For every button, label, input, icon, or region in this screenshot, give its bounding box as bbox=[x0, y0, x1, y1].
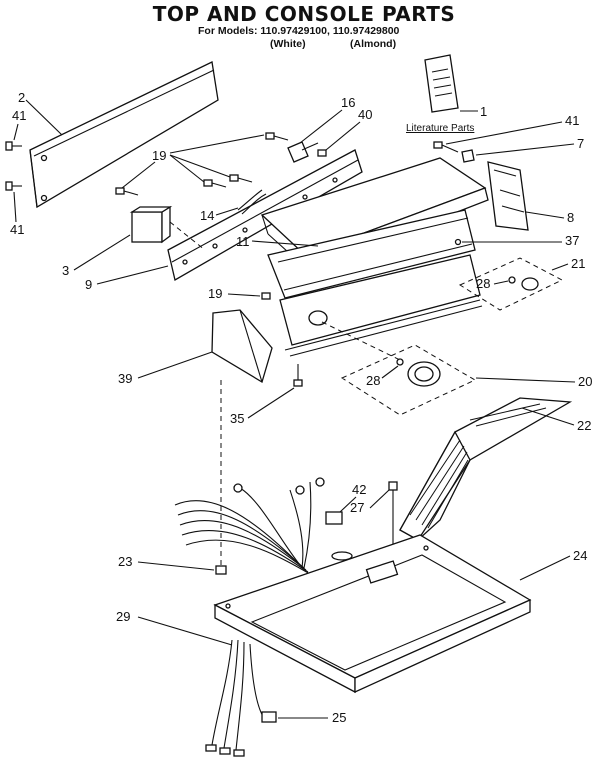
callout-37: 37 bbox=[565, 233, 579, 248]
part-19-screw-lower bbox=[261, 292, 271, 300]
callout-28-right: 28 bbox=[476, 276, 490, 291]
part-24-main-top bbox=[213, 534, 532, 694]
callout-19-lower: 19 bbox=[208, 286, 222, 301]
callout-41-left: 41 bbox=[10, 222, 24, 237]
part-39-side-cap bbox=[211, 309, 273, 383]
part-19-screws bbox=[115, 132, 289, 196]
part-41-screw-lower bbox=[5, 181, 22, 191]
part-22-duct-cover bbox=[399, 397, 573, 541]
diagram-title: TOP AND CONSOLE PARTS bbox=[152, 2, 456, 26]
part-37-screw bbox=[454, 238, 462, 246]
callout-20: 20 bbox=[578, 374, 592, 389]
wire-harness bbox=[174, 477, 325, 575]
part-2-trim-panel bbox=[29, 61, 219, 209]
part-1-literature-booklet bbox=[424, 54, 459, 113]
callout-39: 39 bbox=[118, 371, 132, 386]
callout-29: 29 bbox=[116, 609, 130, 624]
callout-14: 14 bbox=[200, 208, 214, 223]
console-housing bbox=[279, 254, 483, 357]
part-40-clip bbox=[317, 149, 327, 157]
callout-28-left: 28 bbox=[366, 373, 380, 388]
callout-2: 2 bbox=[18, 90, 25, 105]
callout-41-right: 41 bbox=[565, 113, 579, 128]
callout-24: 24 bbox=[573, 548, 587, 563]
callout-22: 22 bbox=[577, 418, 591, 433]
callout-23: 23 bbox=[118, 554, 132, 569]
literature-parts-label: Literature Parts bbox=[406, 123, 474, 134]
part-23-clip bbox=[215, 565, 227, 575]
part-3-switch bbox=[129, 205, 173, 244]
variant-white: (White) bbox=[270, 38, 306, 50]
part-14-wire bbox=[237, 189, 267, 215]
part-11-console-top bbox=[260, 157, 489, 299]
callout-42: 42 bbox=[352, 482, 366, 497]
callout-40: 40 bbox=[358, 107, 372, 122]
part-8-end-cap bbox=[487, 161, 529, 231]
callout-19-top: 19 bbox=[152, 148, 166, 163]
callout-16: 16 bbox=[341, 95, 355, 110]
callout-3: 3 bbox=[62, 263, 69, 278]
part-29-lower-harness bbox=[205, 639, 277, 757]
callout-11: 11 bbox=[236, 234, 250, 249]
part-20-knob-kit bbox=[340, 344, 477, 416]
callout-21: 21 bbox=[571, 256, 585, 271]
callout-27: 27 bbox=[350, 500, 364, 515]
callout-41-top: 41 bbox=[12, 108, 26, 123]
callout-1: 1 bbox=[480, 104, 487, 119]
callout-25: 25 bbox=[332, 710, 346, 725]
callout-9: 9 bbox=[85, 277, 92, 292]
variant-almond: (Almond) bbox=[350, 38, 397, 50]
part-41-screw-upper bbox=[5, 141, 22, 151]
part-16-knob-shaft bbox=[287, 141, 319, 163]
callout-7: 7 bbox=[577, 136, 584, 151]
model-numbers: For Models: 110.97429100, 110.97429800 bbox=[198, 25, 400, 37]
part-35-screw bbox=[293, 364, 303, 387]
callout-35: 35 bbox=[230, 411, 244, 426]
part-42-connector bbox=[325, 511, 343, 525]
part-21-knob-kit bbox=[458, 257, 564, 311]
part-7-clip bbox=[461, 149, 475, 163]
part-41-screw-right bbox=[433, 141, 459, 153]
part-27-screw bbox=[388, 481, 398, 545]
callout-8: 8 bbox=[567, 210, 574, 225]
